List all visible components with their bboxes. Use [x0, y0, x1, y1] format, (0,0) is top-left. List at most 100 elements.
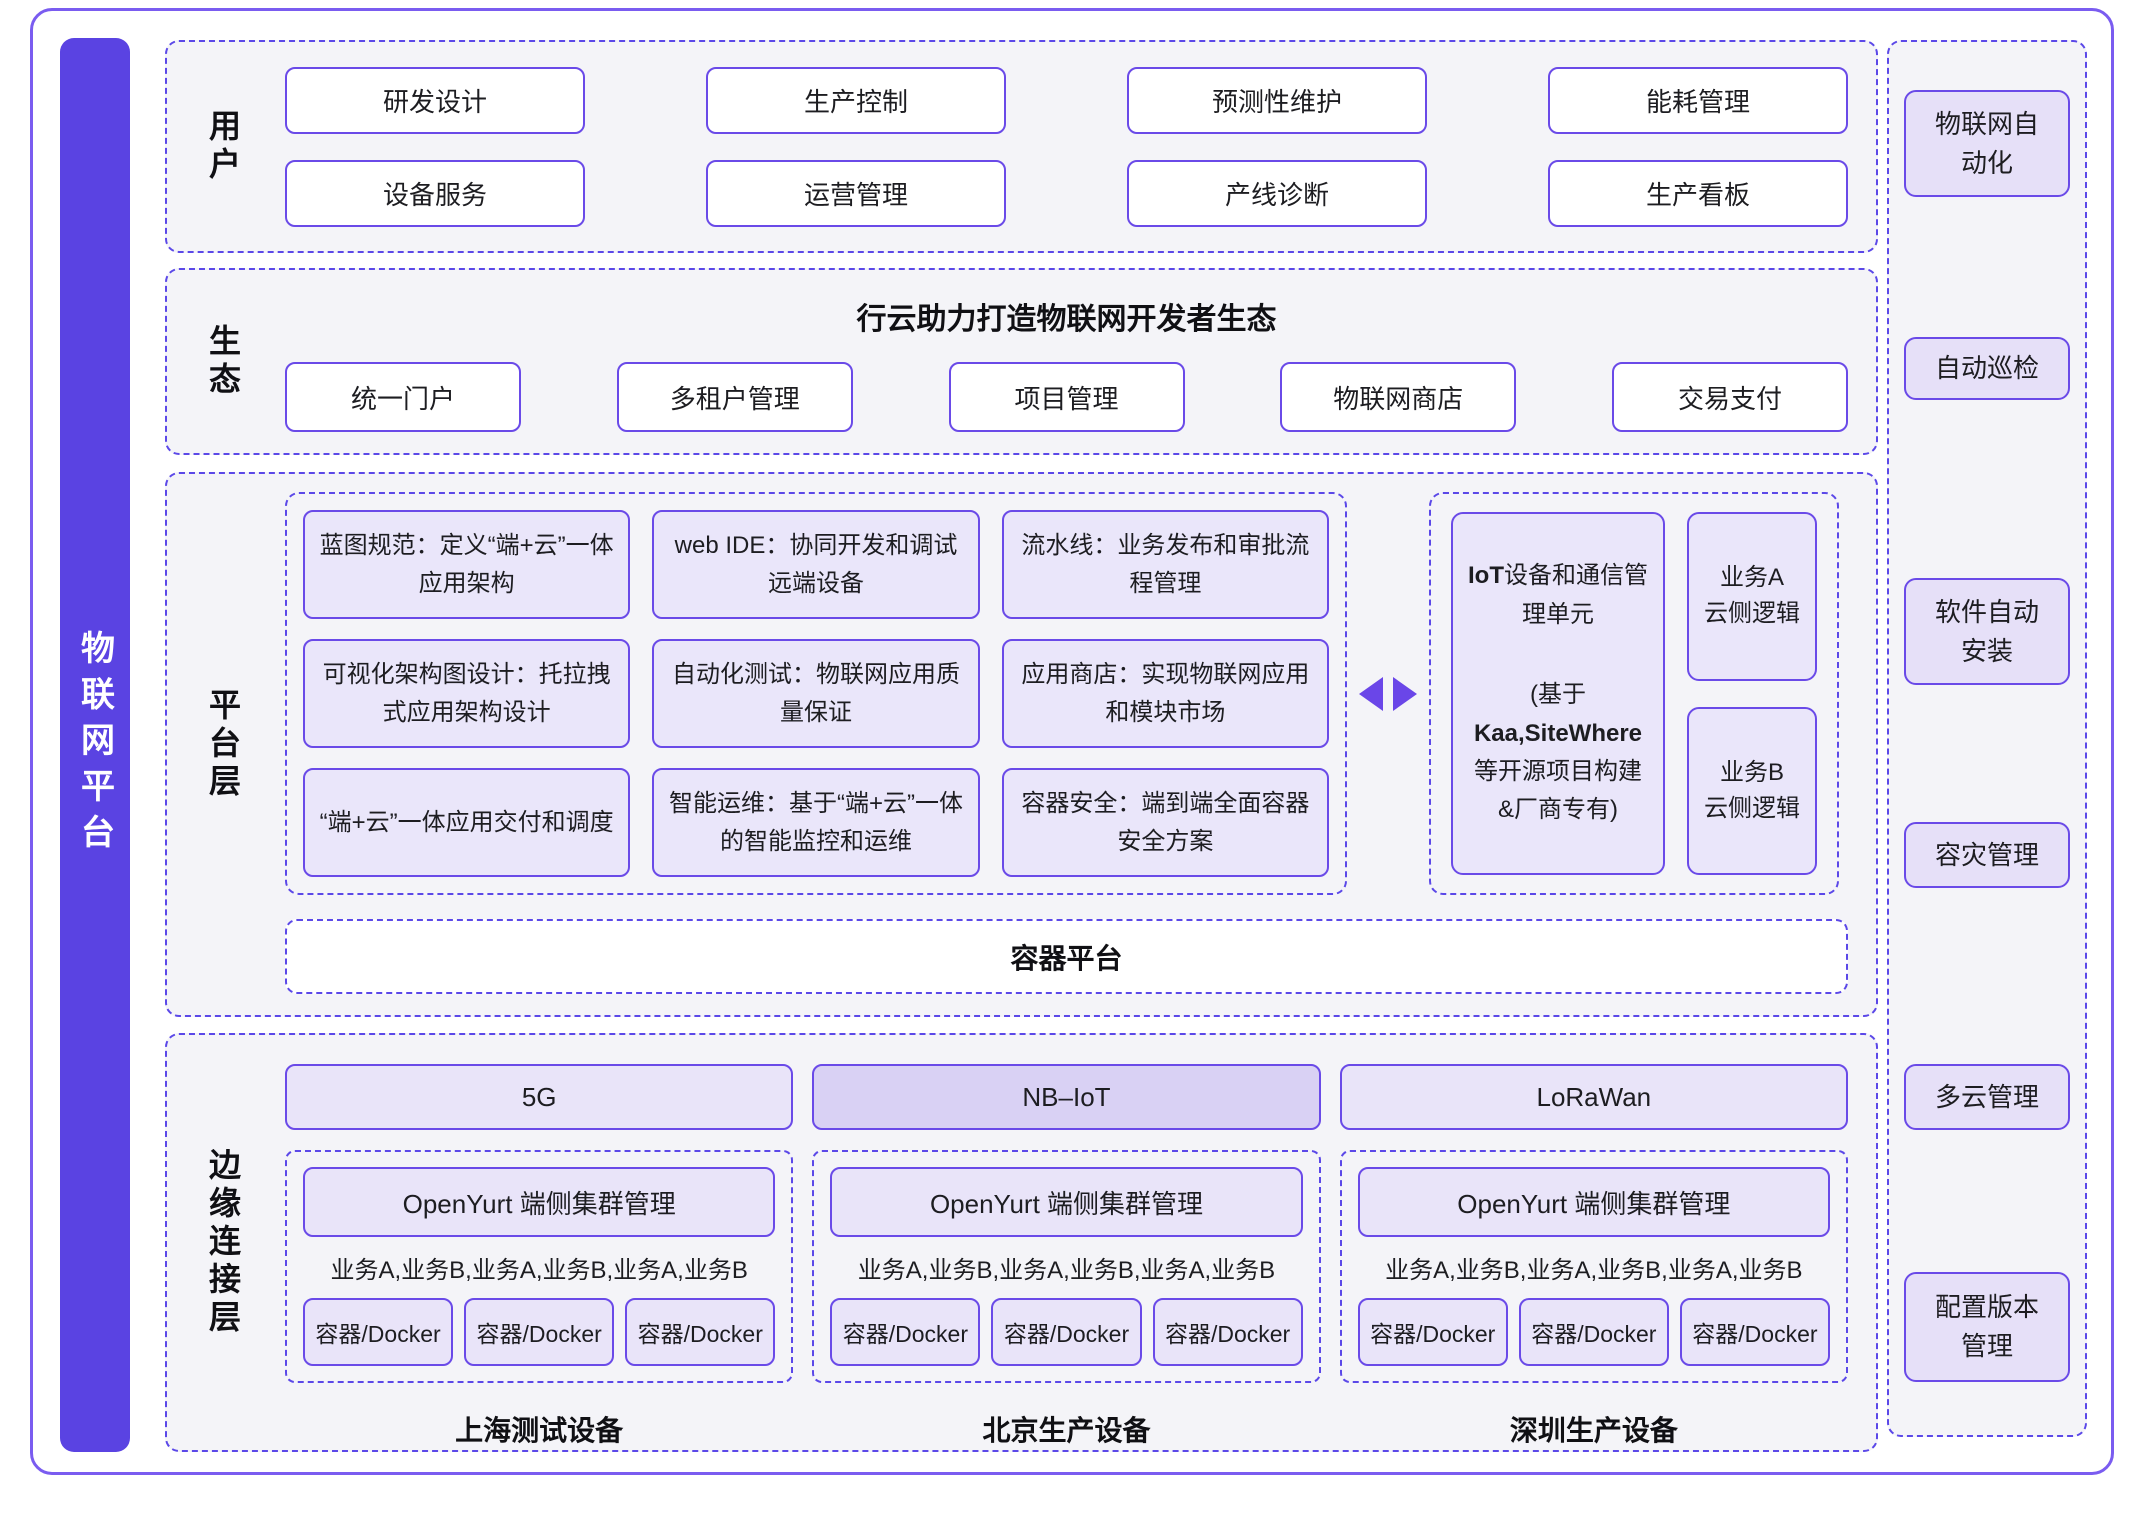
plat-cell-delivery-scheduling: “端+云”一体应用交付和调度 — [303, 768, 631, 877]
arrow-right-icon — [1393, 676, 1417, 711]
plat-cell-visual-architecture: 可视化架构图设计：托拉拽式应用架构设计 — [303, 639, 631, 748]
section-edge-label: 边缘连接层 — [205, 1147, 241, 1338]
sidebar-item-multicloud-management: 多云管理 — [1904, 1064, 2070, 1130]
business-a-line1: 业务A — [1719, 564, 1784, 592]
plat-cell-auto-test: 自动化测试：物联网应用质量保证 — [652, 639, 980, 748]
eco-box-unified-portal: 统一门户 — [285, 362, 521, 432]
edge-cluster-box: OpenYurt 端侧集群管理 业务A,业务B,业务A,业务B,业务A,业务B … — [285, 1150, 794, 1383]
eco-box-multitenant: 多租户管理 — [616, 362, 853, 432]
sidebar-item-auto-software-install: 软件自动安装 — [1904, 578, 2070, 685]
business-b-cloud-logic: 业务B 云侧逻辑 — [1687, 706, 1817, 875]
diagram-title: 物联网平台 — [75, 630, 114, 860]
section-platform-label: 平台层 — [205, 687, 241, 802]
section-ecosystem-label: 生态 — [205, 323, 241, 400]
services-line: 业务A,业务B,业务A,业务B,业务A,业务B — [330, 1257, 748, 1284]
plat-cell-app-store: 应用商店：实现物联网应用和模块市场 — [1001, 639, 1329, 748]
iot-device-comm-unit: IoT设备和通信管理单元 (基于 Kaa,SiteWhere 等开源项目构建&厂… — [1451, 512, 1665, 875]
iot-management-group: IoT设备和通信管理单元 (基于 Kaa,SiteWhere 等开源项目构建&厂… — [1429, 492, 1839, 895]
automation-sidebar: 物联网自动化 自动巡检 软件自动安装 容灾管理 多云管理 配置版本管理 — [1887, 40, 2087, 1437]
openyurt-bar: OpenYurt 端侧集群管理 — [830, 1167, 1303, 1237]
iot-unit-sub-prefix: (基于 — [1530, 681, 1586, 709]
ecosystem-buttons-row: 统一门户 多租户管理 项目管理 物联网商店 交易支付 — [285, 362, 1848, 432]
platform-capabilities-group: 蓝图规范：定义“端+云”一体应用架构 web IDE：协同开发和调试远端设备 流… — [285, 492, 1347, 895]
plat-cell-container-security: 容器安全：端到端全面容器安全方案 — [1001, 768, 1329, 877]
business-a-line2: 云侧逻辑 — [1704, 600, 1800, 628]
user-box-production-board: 生产看板 — [1548, 159, 1848, 227]
eco-box-trade-payment: 交易支付 — [1612, 362, 1848, 432]
eco-box-project-management: 项目管理 — [948, 362, 1185, 432]
user-box-line-diagnosis: 产线诊断 — [1127, 159, 1427, 227]
section-platform-layer: 平台层 蓝图规范：定义“端+云”一体应用架构 web IDE：协同开发和调试远端… — [165, 472, 1878, 1017]
left-title-bar: 物联网平台 — [60, 38, 130, 1452]
platform-content: 蓝图规范：定义“端+云”一体应用架构 web IDE：协同开发和调试远端设备 流… — [279, 474, 1876, 1015]
user-box-production-control: 生产控制 — [706, 66, 1006, 134]
iot-unit-subtitle: (基于 Kaa,SiteWhere 等开源项目构建&厂商专有) — [1467, 676, 1649, 830]
plat-cell-pipeline: 流水线：业务发布和审批流程管理 — [1001, 510, 1329, 619]
openyurt-bar: OpenYurt 端侧集群管理 — [303, 1167, 776, 1237]
user-box-rd-design: 研发设计 — [285, 66, 585, 134]
network-lorawan-bar: LoRaWan — [1339, 1064, 1848, 1130]
plat-cell-smart-ops: 智能运维：基于“端+云”一体的智能监控和运维 — [652, 768, 980, 877]
sync-arrows-icon — [1347, 492, 1429, 895]
docker-row: 容器/Docker 容器/Docker 容器/Docker — [303, 1298, 776, 1366]
section-edge-layer: 边缘连接层 5G OpenYurt 端侧集群管理 业务A,业务B,业务A,业务B… — [165, 1033, 1878, 1452]
user-box-energy-management: 能耗管理 — [1548, 66, 1848, 134]
arrow-left-icon — [1359, 676, 1383, 711]
section-edge-label-wrap: 边缘连接层 — [167, 1035, 279, 1450]
container-platform-bar: 容器平台 — [285, 919, 1848, 994]
business-b-line1: 业务B — [1719, 758, 1784, 786]
user-buttons-grid: 研发设计 生产控制 预测性维护 能耗管理 设备服务 运营管理 产线诊断 生产看板 — [279, 42, 1876, 251]
edge-cluster-box: OpenYurt 端侧集群管理 业务A,业务B,业务A,业务B,业务A,业务B … — [1339, 1150, 1848, 1383]
docker-box: 容器/Docker — [830, 1298, 981, 1366]
docker-box: 容器/Docker — [464, 1298, 615, 1366]
ecosystem-content: 行云助力打造物联网开发者生态 统一门户 多租户管理 项目管理 物联网商店 交易支… — [279, 270, 1876, 453]
docker-box: 容器/Docker — [991, 1298, 1142, 1366]
device-label-shenzhen: 深圳生产设备 — [1509, 1415, 1678, 1446]
ecosystem-title: 行云助力打造物联网开发者生态 — [856, 303, 1277, 336]
docker-box: 容器/Docker — [1152, 1298, 1303, 1366]
user-box-predictive-maintenance: 预测性维护 — [1127, 66, 1427, 134]
iot-unit-title-bold: IoT — [1468, 562, 1504, 590]
eco-box-iot-store: 物联网商店 — [1280, 362, 1517, 432]
iot-unit-title: IoT设备和通信管理单元 — [1467, 557, 1649, 634]
section-users-label-wrap: 用户 — [167, 42, 279, 251]
user-box-device-service: 设备服务 — [285, 159, 585, 227]
network-nbiot-bar: NB–IoT — [812, 1064, 1321, 1130]
edge-cluster-box: OpenYurt 端侧集群管理 业务A,业务B,业务A,业务B,业务A,业务B … — [812, 1150, 1321, 1383]
sidebar-item-auto-inspection: 自动巡检 — [1904, 337, 2070, 400]
sidebar-item-disaster-recovery: 容灾管理 — [1904, 822, 2070, 888]
section-users: 用户 研发设计 生产控制 预测性维护 能耗管理 设备服务 运营管理 产线诊断 生… — [165, 40, 1878, 253]
docker-box: 容器/Docker — [1357, 1298, 1508, 1366]
docker-box: 容器/Docker — [625, 1298, 776, 1366]
edge-group-shanghai: 5G OpenYurt 端侧集群管理 业务A,业务B,业务A,业务B,业务A,业… — [285, 1064, 794, 1450]
user-box-operation-management: 运营管理 — [706, 159, 1006, 227]
section-ecosystem-label-wrap: 生态 — [167, 270, 279, 453]
edge-content: 5G OpenYurt 端侧集群管理 业务A,业务B,业务A,业务B,业务A,业… — [279, 1035, 1876, 1450]
docker-row: 容器/Docker 容器/Docker 容器/Docker — [830, 1298, 1303, 1366]
business-b-line2: 云侧逻辑 — [1704, 794, 1800, 822]
device-label-beijing: 北京生产设备 — [982, 1415, 1151, 1446]
docker-box: 容器/Docker — [303, 1298, 454, 1366]
edge-group-shenzhen: LoRaWan OpenYurt 端侧集群管理 业务A,业务B,业务A,业务B,… — [1339, 1064, 1848, 1450]
sidebar-item-config-version-management: 配置版本管理 — [1904, 1272, 2070, 1382]
docker-box: 容器/Docker — [1518, 1298, 1669, 1366]
section-ecosystem: 生态 行云助力打造物联网开发者生态 统一门户 多租户管理 项目管理 物联网商店 … — [165, 268, 1878, 455]
plat-cell-web-ide: web IDE：协同开发和调试远端设备 — [652, 510, 980, 619]
iot-unit-title-rest: 设备和通信管理单元 — [1504, 562, 1648, 628]
platform-top-row: 蓝图规范：定义“端+云”一体应用架构 web IDE：协同开发和调试远端设备 流… — [285, 492, 1848, 895]
iot-unit-sub-suffix: 等开源项目构建&厂商专有) — [1474, 757, 1642, 824]
section-platform-label-wrap: 平台层 — [167, 474, 279, 1015]
edge-group-beijing: NB–IoT OpenYurt 端侧集群管理 业务A,业务B,业务A,业务B,业… — [812, 1064, 1321, 1450]
network-5g-bar: 5G — [285, 1064, 794, 1130]
iot-unit-sub-bold: Kaa,SiteWhere — [1473, 719, 1643, 747]
docker-row: 容器/Docker 容器/Docker 容器/Docker — [1357, 1298, 1830, 1366]
openyurt-bar: OpenYurt 端侧集群管理 — [1357, 1167, 1830, 1237]
business-a-cloud-logic: 业务A 云侧逻辑 — [1687, 512, 1817, 681]
sidebar-item-iot-automation: 物联网自动化 — [1904, 90, 2070, 197]
services-line: 业务A,业务B,业务A,业务B,业务A,业务B — [857, 1257, 1276, 1284]
section-users-label: 用户 — [205, 108, 241, 185]
services-line: 业务A,业务B,业务A,业务B,业务A,业务B — [1385, 1257, 1803, 1284]
cloud-logic-column: 业务A 云侧逻辑 业务B 云侧逻辑 — [1687, 512, 1817, 875]
device-label-shanghai: 上海测试设备 — [455, 1415, 624, 1446]
